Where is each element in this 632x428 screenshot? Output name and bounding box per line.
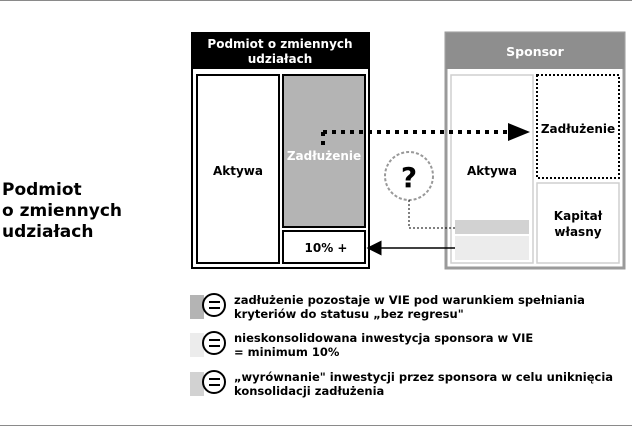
vie-debt-label: Zadłużenie [287, 149, 361, 163]
legend-text-1: zadłużenie pozostaje w VIE pod warunkiem… [234, 293, 632, 321]
side-title: Podmiot o zmiennych udziałach [2, 180, 122, 243]
legend-text-2: nieskonsolidowana inwestycja sponsora w … [234, 331, 632, 359]
vie-header [192, 33, 369, 69]
sponsor-box: Sponsor Aktywa Zadłużenie Kapitał własny [444, 31, 626, 270]
side-title-line-3: udziałach [2, 222, 94, 242]
vie-header-line-1: Podmiot o zmiennych [207, 37, 352, 51]
vie-share-label: 10% + [305, 241, 348, 255]
legend-1-line-2: kryteriów do statusu „bez regresu" [234, 307, 464, 321]
debt-consolidation-arrow [321, 123, 530, 145]
sponsor-equity-line-2: własny [554, 225, 601, 239]
sponsor-header-label: Sponsor [506, 44, 564, 59]
legend-3-line-1: „wyrównanie" inwestycji przez sponsora w… [234, 370, 614, 384]
equals-icon [202, 293, 226, 317]
question-circle: ? [384, 151, 434, 201]
sponsor-debt-cell [536, 74, 620, 179]
top-rule [0, 0, 632, 1]
side-title-line-2: o zmiennych [2, 201, 123, 221]
side-title-line-1: Podmiot [2, 180, 82, 200]
question-mark: ? [401, 161, 417, 194]
legend-text-3: „wyrównanie" inwestycji przez sponsora w… [234, 370, 632, 398]
sponsor-investment-block [455, 236, 529, 260]
legend-swatch-3 [190, 372, 204, 396]
vie-box: Podmiot o zmiennych udziałach Aktywa Zad… [191, 32, 370, 269]
legend-swatch-1 [190, 295, 204, 319]
sponsor-equity-line-1: Kapitał [554, 209, 603, 223]
sponsor-header [446, 33, 624, 69]
vie-share-cell [282, 230, 366, 264]
vie-header-line-2: udziałach [248, 52, 313, 66]
equals-icon [202, 370, 226, 394]
sponsor-assets-label: Aktywa [467, 164, 517, 178]
legend-swatch-2 [190, 333, 204, 357]
equals-icon [202, 331, 226, 355]
legend-2-line-1: nieskonsolidowana inwestycja sponsora w … [234, 331, 534, 345]
sponsor-equity-cell [536, 182, 620, 264]
sponsor-alignment-block [455, 220, 529, 234]
legend-3-line-2: konsolidacji zadłużenia [234, 384, 385, 398]
vie-assets-label: Aktywa [213, 164, 263, 178]
legend-1-line-1: zadłużenie pozostaje w VIE pod warunkiem… [234, 293, 585, 307]
sponsor-debt-label: Zadłużenie [541, 122, 615, 136]
bottom-rule [0, 425, 632, 426]
vie-sponsor-diagram: Podmiot o zmiennych udziałach Aktywa Zad… [191, 31, 626, 270]
vie-assets-cell [196, 74, 280, 264]
legend-2-line-2: = minimum 10% [234, 345, 340, 359]
question-connector [408, 200, 455, 229]
vie-debt-cell [282, 74, 366, 228]
